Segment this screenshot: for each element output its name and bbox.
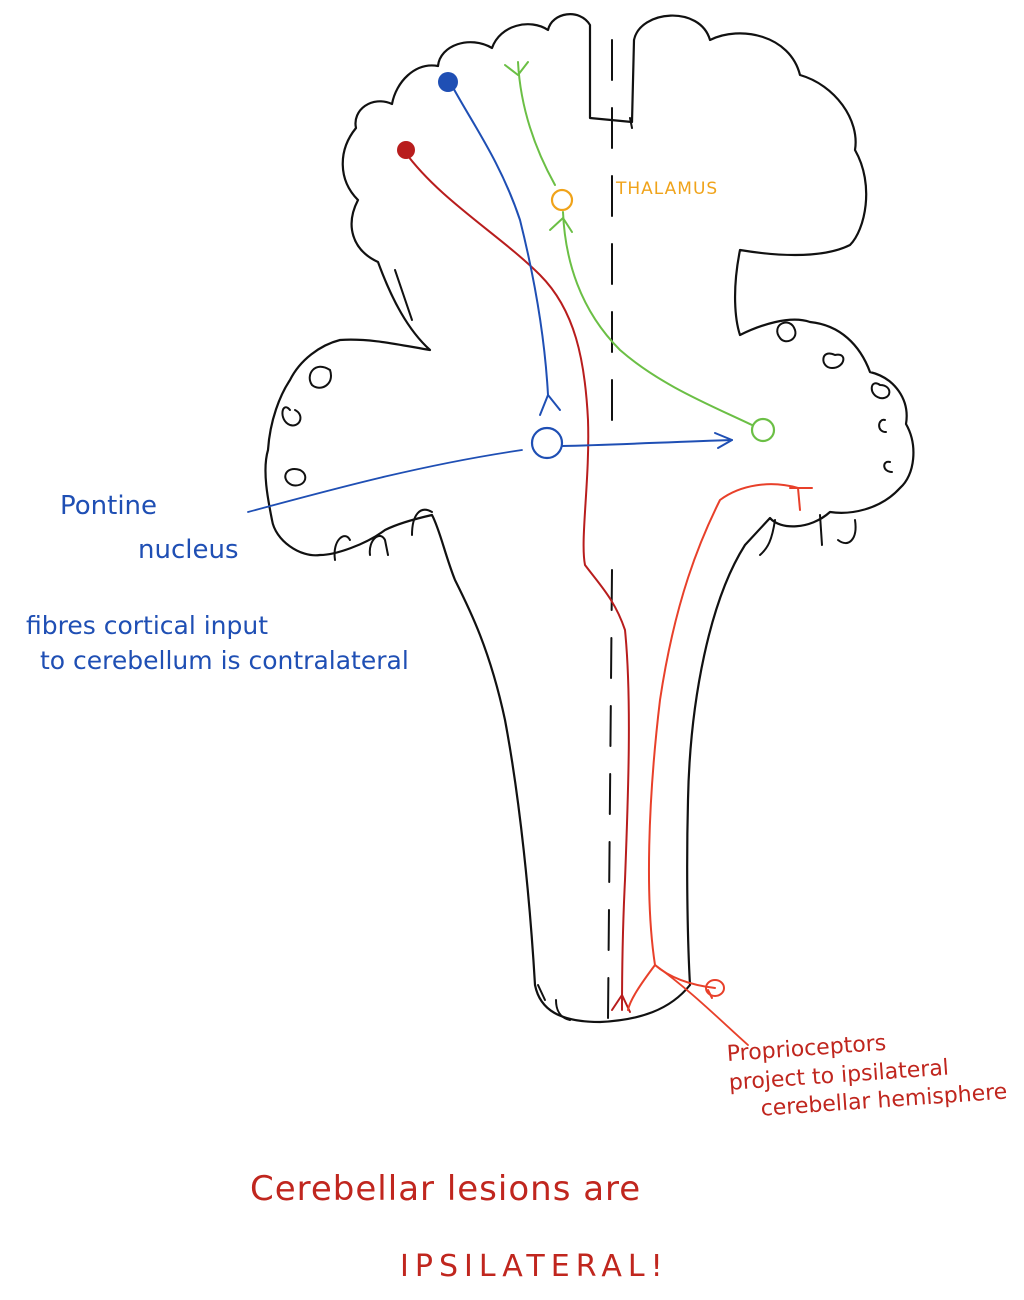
proprioceptive-terminal xyxy=(789,487,813,511)
fibres-note: fibres cortical input to cerebellum is c… xyxy=(26,611,409,676)
outline-curl xyxy=(411,508,433,536)
outline-curl xyxy=(870,382,891,400)
fibres-note-line1: fibres cortical input xyxy=(26,611,269,640)
green-top-branch xyxy=(504,61,529,76)
outline-curl xyxy=(878,418,887,433)
pontine-label-line2: nucleus xyxy=(138,534,239,565)
thalamus-neuron xyxy=(550,188,574,212)
pontine-nucleus-label: Pontine nucleus xyxy=(60,491,239,566)
outline-curl xyxy=(281,406,302,427)
outline-curl xyxy=(555,999,571,1021)
pontine-label-line1: Pontine xyxy=(60,491,158,521)
midline xyxy=(607,39,613,1021)
proprioceptive-lower-branch xyxy=(627,964,656,1011)
outline-curl xyxy=(368,535,389,556)
proprioceptive-pathway xyxy=(647,483,799,989)
outline-curl xyxy=(759,519,776,556)
blue-corticopontine-pathway xyxy=(449,81,549,396)
outline-curl xyxy=(776,321,797,343)
red-corticospinal-pathway xyxy=(404,151,630,1011)
pontine-pointer-line xyxy=(247,449,523,513)
outline-curl xyxy=(308,365,332,389)
red-cortical-neuron xyxy=(397,141,415,159)
ipsilateral-statement: IPSILATERAL! xyxy=(400,1249,669,1284)
outline-curl xyxy=(822,352,845,369)
green-neuron xyxy=(750,417,776,443)
outline-curl xyxy=(284,468,307,487)
brain-outline xyxy=(264,13,915,1024)
outline-curl xyxy=(819,514,823,546)
outline-curl xyxy=(333,535,351,561)
blue-cortical-neuron xyxy=(438,72,458,92)
green-branch xyxy=(549,217,573,233)
thalamus-label: THALAMUS xyxy=(616,179,719,199)
blue-fibre-terminal xyxy=(714,432,733,449)
midline-segment xyxy=(629,117,633,129)
pontine-nucleus-neuron xyxy=(530,426,564,460)
outline-curl xyxy=(394,269,413,321)
blue-terminal xyxy=(539,394,561,416)
proprioceptor-pointer xyxy=(654,964,749,1046)
proprioceptor-receptor xyxy=(705,979,725,997)
lesions-statement: Cerebellar lesions are xyxy=(250,1169,642,1209)
fibres-note-line2: to cerebellum is contralateral xyxy=(40,645,409,675)
outline-curl xyxy=(837,519,857,545)
outline-curl xyxy=(883,460,893,473)
green-pathway-lower xyxy=(562,211,753,426)
outline-curl xyxy=(537,984,546,1001)
blue-pontocerebellar-fibre xyxy=(561,439,733,447)
green-pathway xyxy=(517,61,556,186)
